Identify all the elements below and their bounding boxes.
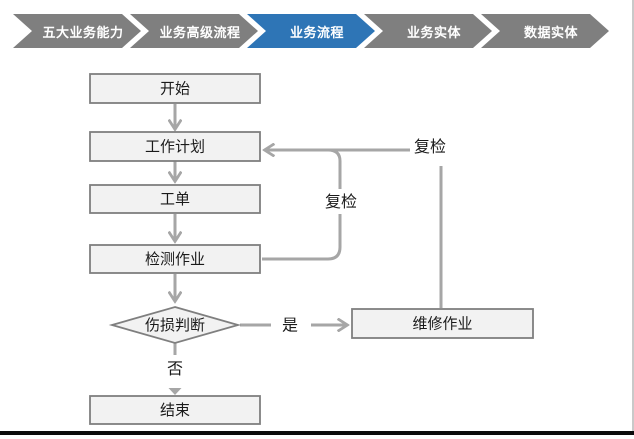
node-start xyxy=(89,73,261,104)
node-damage-decision-label: 伤损判断 xyxy=(145,317,205,334)
edge-recheck-inner-lower xyxy=(262,214,342,261)
node-work-order-label: 工单 xyxy=(160,191,190,208)
nav-tab-business-process-active[interactable]: 业务流程 xyxy=(247,14,375,48)
node-repair-job xyxy=(351,308,534,339)
process-nav: 五大业务能力 业务高级流程 业务流程 业务实体 数据实体 xyxy=(0,14,634,48)
nav-tab-label: 业务高级流程 xyxy=(159,24,241,40)
node-end-label: 结束 xyxy=(160,402,190,419)
nav-tab-label: 数据实体 xyxy=(523,24,578,40)
node-inspection-job xyxy=(89,244,261,274)
node-work-plan-label: 工作计划 xyxy=(145,139,205,156)
nav-tab-high-level-process[interactable]: 业务高级流程 xyxy=(130,14,258,48)
nav-tab-business-entity[interactable]: 业务实体 xyxy=(364,14,492,48)
edge-label-yes: 是 xyxy=(282,318,298,335)
page-right-border xyxy=(632,0,634,431)
node-inspection-job-label: 检测作业 xyxy=(145,251,205,268)
page-bottom-border xyxy=(0,431,634,435)
node-work-plan xyxy=(89,131,261,162)
edge-label-no: 否 xyxy=(167,361,183,378)
edge-decision-to-end-arrowhead xyxy=(168,388,182,395)
nav-tab-five-capabilities[interactable]: 五大业务能力 xyxy=(13,14,141,48)
nav-tab-label: 五大业务能力 xyxy=(42,24,124,40)
edge-label-recheck-inner: 复检 xyxy=(325,193,357,211)
nav-tab-label: 业务实体 xyxy=(406,24,461,40)
node-work-order xyxy=(89,184,261,214)
nav-tab-data-entity[interactable]: 数据实体 xyxy=(481,14,609,48)
edge-label-recheck-outer: 复检 xyxy=(414,138,446,156)
node-start-label: 开始 xyxy=(160,81,190,98)
edge-recheck-inner-upper xyxy=(327,148,342,189)
node-end xyxy=(89,395,261,425)
node-repair-job-label: 维修作业 xyxy=(412,316,472,333)
node-damage-decision-diamond xyxy=(108,306,242,344)
nav-tab-label: 业务流程 xyxy=(289,24,344,40)
